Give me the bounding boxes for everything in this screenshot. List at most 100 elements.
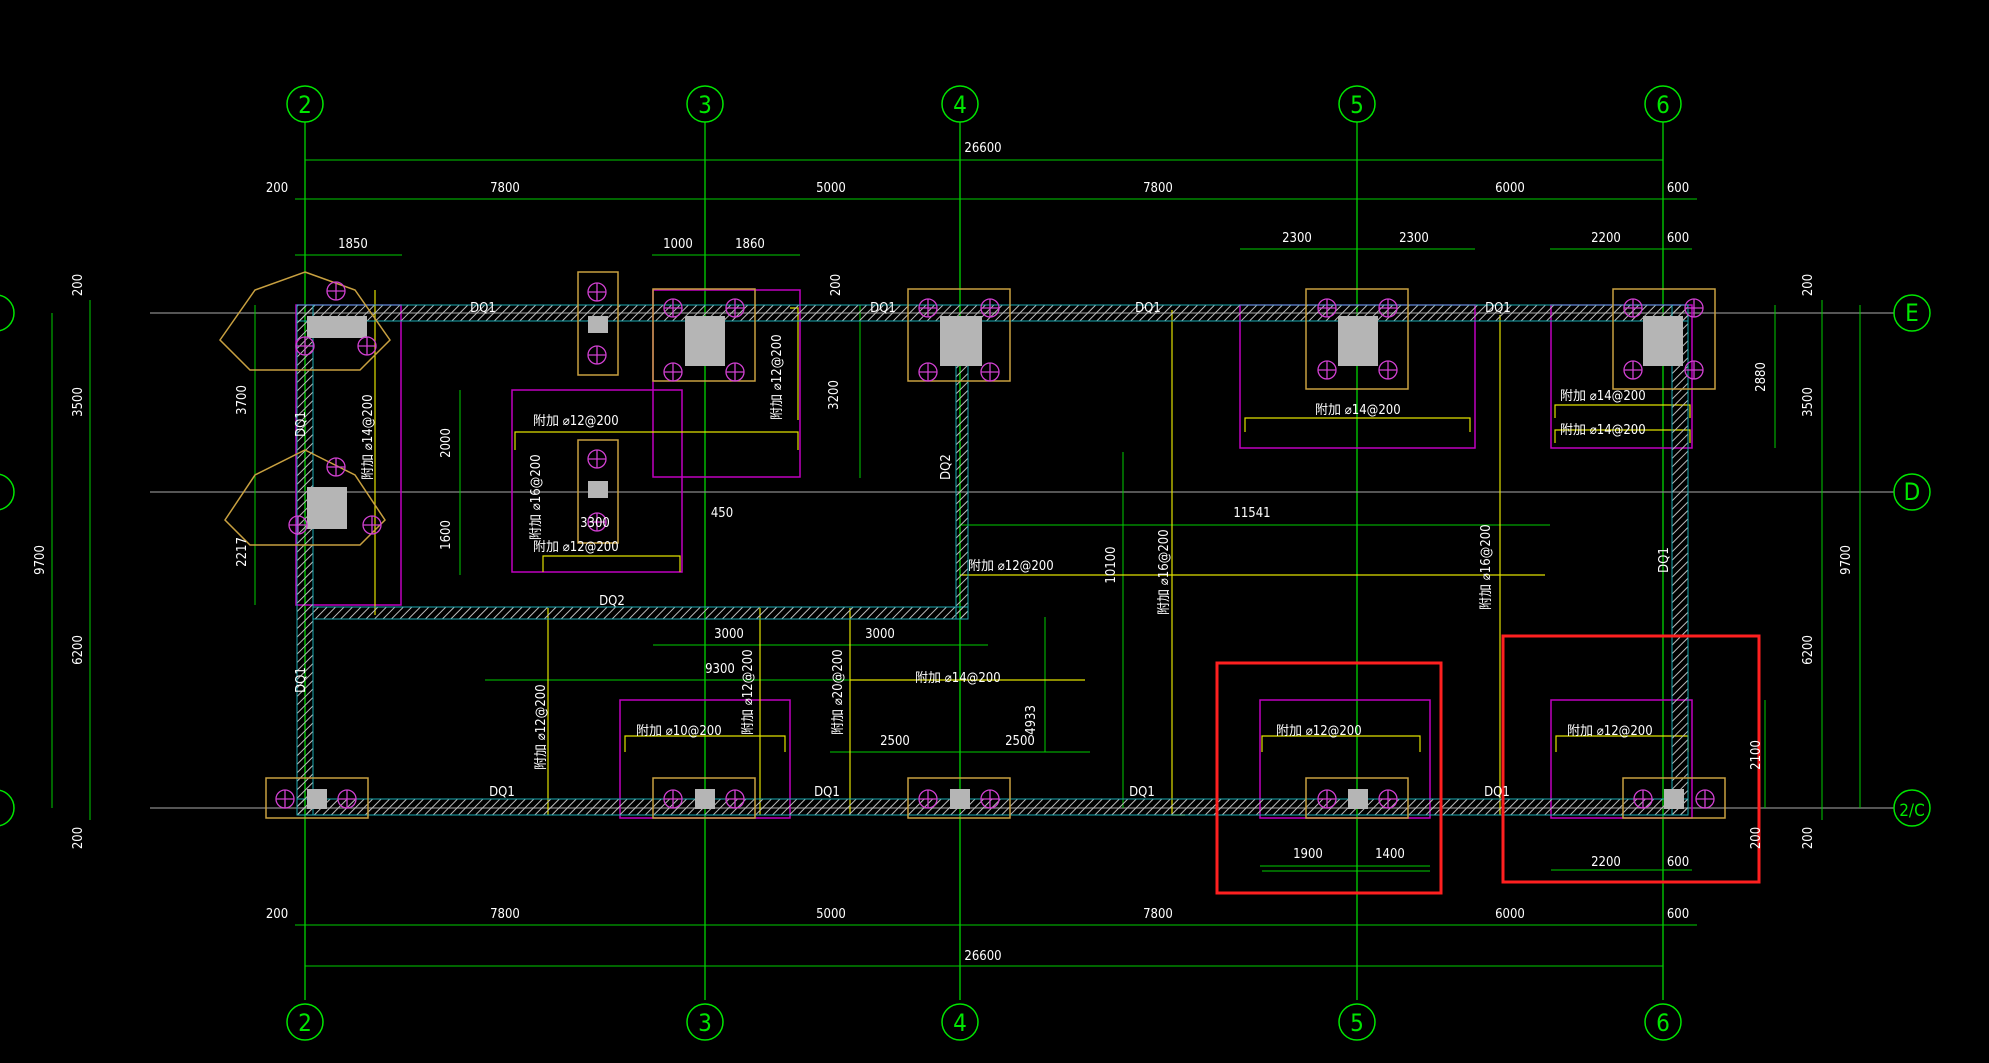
wall-right xyxy=(1671,304,1689,816)
pile-icon xyxy=(587,449,607,469)
dim-local: 1000 xyxy=(663,237,693,252)
dim-right-outer: 200 xyxy=(1801,827,1816,849)
dim-local: 4933 xyxy=(1024,705,1039,735)
axis-label-E: E xyxy=(1905,299,1919,327)
wall-tag: DQ1 xyxy=(1484,785,1510,800)
pile-icon xyxy=(1684,360,1704,380)
column xyxy=(950,789,970,809)
dim-local: 1900 xyxy=(1293,847,1323,862)
dim-top-span: 7800 xyxy=(490,181,520,196)
dim-local: 11541 xyxy=(1233,506,1270,521)
dim-left-outer: 200 xyxy=(71,274,86,296)
rebar-note: 附加 ⌀12@200 xyxy=(533,540,619,555)
dim-top-total: 26600 xyxy=(964,141,1001,156)
highlight-box-right xyxy=(1501,634,1761,884)
dim-top-span: 600 xyxy=(1667,181,1689,196)
wall-tag: DQ1 xyxy=(1135,301,1161,316)
column xyxy=(940,316,982,366)
pile-icon xyxy=(587,345,607,365)
dim-local: 2500 xyxy=(880,734,910,749)
dimension-lines xyxy=(51,159,1861,967)
rebar-note: 附加 ⌀16@200 xyxy=(1157,529,1172,615)
dim-top-span: 7800 xyxy=(1143,181,1173,196)
dim-local: 3300 xyxy=(580,516,610,531)
dim-local: 600 xyxy=(1667,231,1689,246)
pile-icon xyxy=(918,362,938,382)
pile-icon xyxy=(663,362,683,382)
dim-local: 3000 xyxy=(865,627,895,642)
pile-icon xyxy=(725,362,745,382)
pile-icon xyxy=(587,282,607,302)
column xyxy=(1664,789,1684,809)
dim-bottom-span: 7800 xyxy=(1143,907,1173,922)
wall-tag: DQ1 xyxy=(1657,547,1672,573)
dimension-texts-vertical: 200 3500 9700 6200 200 3700 2217 200 350… xyxy=(33,274,1854,849)
dim-left-inner: 2217 xyxy=(235,537,250,567)
axis-bubble-C xyxy=(1893,789,1931,827)
dim-bottom-span: 600 xyxy=(1667,907,1689,922)
axis-label-4-top: 4 xyxy=(953,91,967,119)
column xyxy=(588,481,608,498)
dim-local: 2000 xyxy=(439,428,454,458)
highlight-box-left xyxy=(1215,661,1443,895)
dim-local: 10100 xyxy=(1104,546,1119,583)
axis-bubble-4-top xyxy=(941,85,979,123)
wall-tag: DQ2 xyxy=(939,454,954,480)
rebar-note: 附加 ⌀12@200 xyxy=(968,559,1054,574)
dim-local: 2200 xyxy=(1591,231,1621,246)
dim-top-span: 200 xyxy=(266,181,288,196)
axis-labels: 2 3 4 5 6 2 3 4 5 6 E D 2/C xyxy=(298,91,1925,1037)
axis-label-5-top: 5 xyxy=(1350,91,1364,119)
dim-local: 2200 xyxy=(1591,855,1621,870)
rebar-note: 附加 ⌀12@200 xyxy=(770,334,785,420)
dimension-texts: 26600 200 7800 5000 7800 6000 600 26600 … xyxy=(266,141,1689,964)
axis-label-5-bottom: 5 xyxy=(1350,1009,1364,1037)
axis-bubble-E xyxy=(1893,294,1931,332)
column xyxy=(307,789,327,809)
dim-local: 3000 xyxy=(714,627,744,642)
dim-local: 450 xyxy=(711,506,733,521)
dim-right-inner: 2880 xyxy=(1754,362,1769,392)
rebar-note: 附加 ⌀12@200 xyxy=(533,414,619,429)
axis-bubble-D xyxy=(1893,473,1931,511)
dim-left-inner: 3700 xyxy=(235,385,250,415)
dim-local: 1400 xyxy=(1375,847,1405,862)
rebar-note: 附加 ⌀14@200 xyxy=(1315,403,1401,418)
dim-local: 2500 xyxy=(1005,734,1035,749)
pile-icon xyxy=(1378,360,1398,380)
axis-bubble-2-top xyxy=(286,85,324,123)
axis-bubble-6-top xyxy=(1644,85,1682,123)
axis-bubble-3-top xyxy=(686,85,724,123)
column xyxy=(1643,316,1683,366)
axis-bubble-5-bottom xyxy=(1338,1003,1376,1041)
dim-left-outer: 200 xyxy=(71,827,86,849)
wall-tag: DQ1 xyxy=(294,411,309,437)
dim-left-outer: 3500 xyxy=(71,387,86,417)
axis-label-D: D xyxy=(1904,478,1921,506)
pile-icon xyxy=(1317,789,1337,809)
axis-bubble-4-bottom xyxy=(941,1003,979,1041)
axis-bubble-5-top xyxy=(1338,85,1376,123)
wall-tag: DQ1 xyxy=(294,667,309,693)
column xyxy=(307,316,367,338)
dim-bottom-span: 6000 xyxy=(1495,907,1525,922)
rebar-note: 附加 ⌀16@200 xyxy=(1479,524,1494,610)
rebar-note: 附加 ⌀14@200 xyxy=(915,671,1001,686)
wall-tag: DQ1 xyxy=(470,301,496,316)
dim-local: 9300 xyxy=(705,662,735,677)
dim-bottom-span: 5000 xyxy=(816,907,846,922)
highlight-boxes xyxy=(1215,634,1761,895)
pile-icon xyxy=(918,789,938,809)
wall-tag: DQ1 xyxy=(1485,301,1511,316)
rebar-note: 附加 ⌀12@200 xyxy=(741,649,756,735)
dim-bottom-span: 200 xyxy=(266,907,288,922)
pile-icon xyxy=(663,298,683,318)
rebar-note: 附加 ⌀16@200 xyxy=(529,454,544,540)
pile-icon xyxy=(1623,298,1643,318)
axis-bubble-left-E xyxy=(0,294,15,332)
axis-label-C: 2/C xyxy=(1899,801,1925,821)
axis-bubble-left-C xyxy=(0,789,15,827)
axis-label-3-top: 3 xyxy=(698,91,712,119)
rebar-note: 附加 ⌀12@200 xyxy=(1276,724,1362,739)
